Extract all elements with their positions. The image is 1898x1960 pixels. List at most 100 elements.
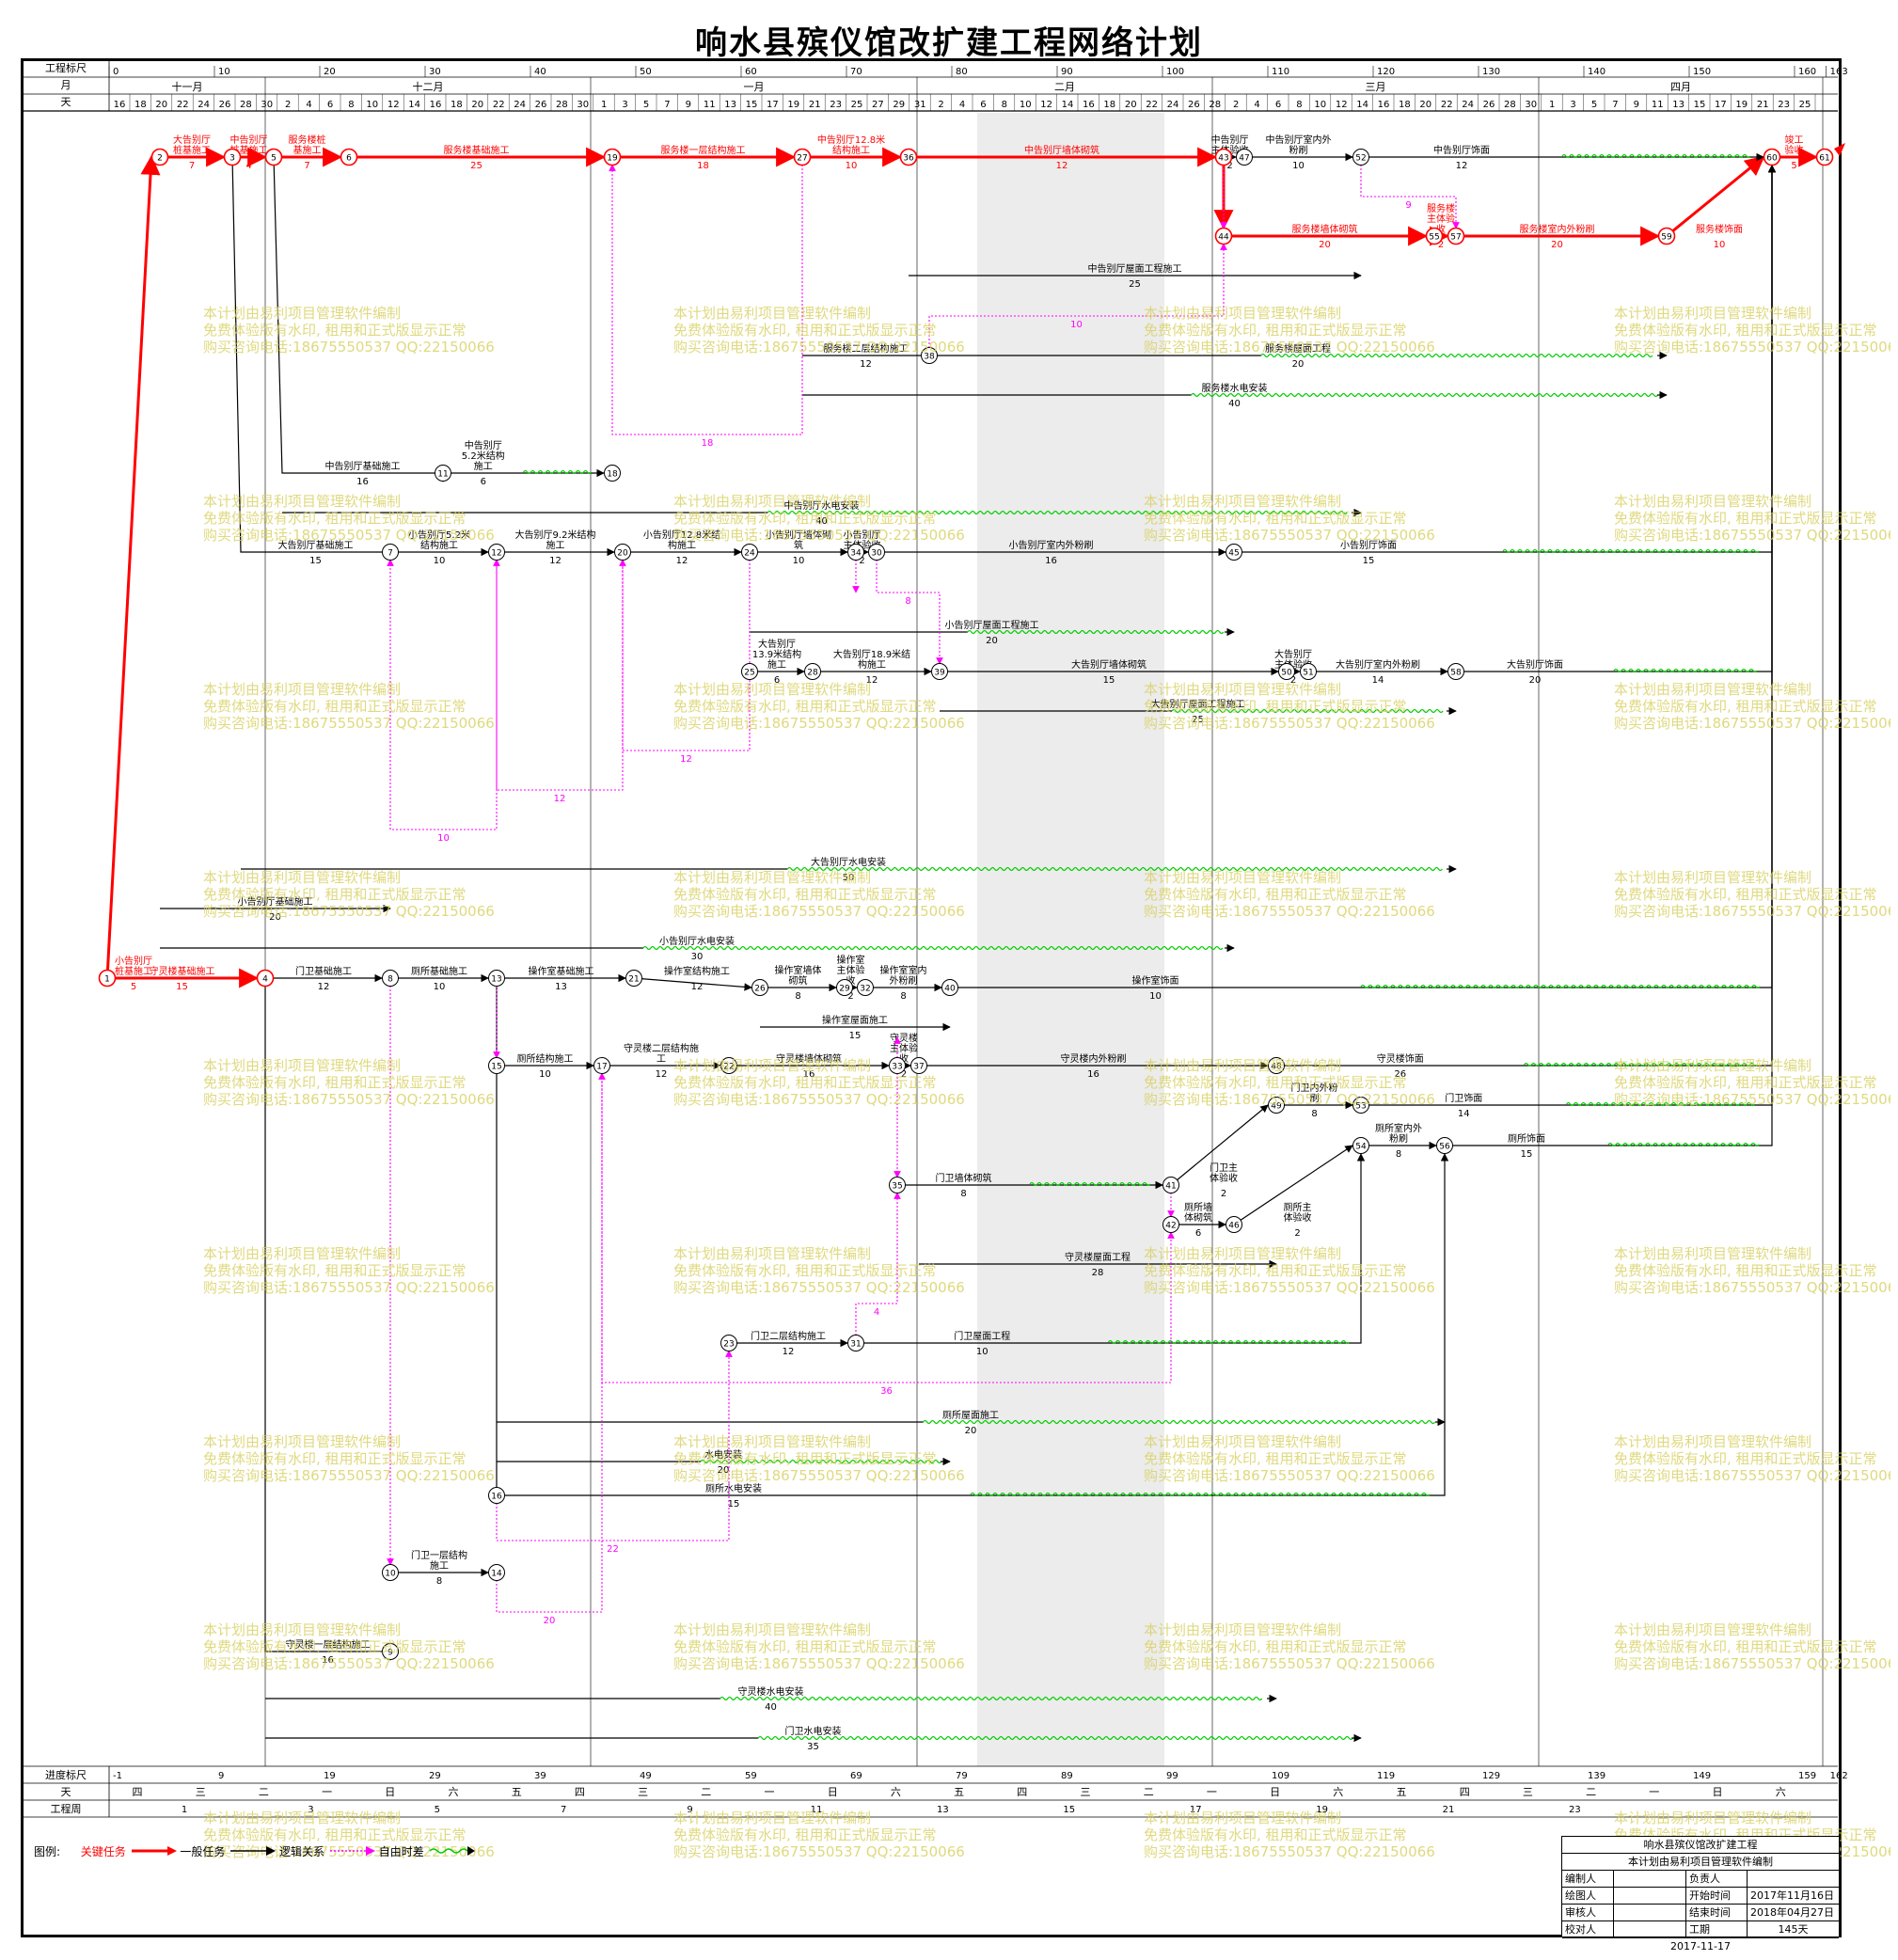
event-node-number: 1: [104, 975, 110, 985]
task-label: 操作室饰面: [1132, 974, 1179, 987]
week-label: 23: [1569, 1805, 1581, 1815]
day-label: 27: [872, 100, 884, 110]
task-duration: 26: [1394, 1069, 1406, 1080]
event-node-number: 36: [903, 154, 914, 164]
event-node: [889, 1177, 906, 1193]
legend-critical-label: 关键任务: [80, 1845, 126, 1858]
task-duration: 25: [1192, 715, 1204, 725]
day-label: 5: [643, 100, 649, 110]
day-label: 16: [1083, 100, 1095, 110]
task-duration: 40: [815, 516, 828, 527]
progress-tick-label: 69: [850, 1771, 862, 1781]
day-label: 17: [767, 100, 779, 110]
legend-float-label: 自由时差: [378, 1845, 424, 1858]
event-node: [857, 979, 874, 996]
day-label: 8: [348, 100, 354, 110]
event-node-number: 37: [913, 1063, 924, 1072]
event-node: [941, 979, 958, 996]
event-node-number: 17: [596, 1063, 607, 1072]
event-node: [1236, 149, 1253, 166]
event-node-number: 40: [944, 985, 956, 994]
task-label: 主体验: [1427, 213, 1455, 225]
logic-lag-label: 22: [607, 1544, 619, 1555]
day-label: 21: [809, 100, 821, 110]
task-duration: 2: [1221, 1189, 1226, 1199]
day-label: 7: [664, 100, 670, 110]
task-label: 大告别厅: [173, 134, 211, 146]
task-duration: 5: [131, 982, 136, 992]
task-label: 操作室屋面施工: [822, 1014, 888, 1026]
task-duration: 15: [1521, 1149, 1533, 1160]
task-label: 厕所屋面施工: [942, 1409, 999, 1421]
event-node-number: 8: [388, 975, 393, 985]
task-label: 桩基施工: [173, 144, 211, 156]
task-label: 操作室墙体: [775, 964, 822, 976]
task-duration: 10: [539, 1069, 551, 1080]
day-label: 18: [134, 100, 147, 110]
task-label: 小告别厅水电安装: [659, 935, 735, 947]
event-node: [899, 148, 918, 166]
day-label: 4: [1254, 100, 1259, 110]
event-node: [1214, 148, 1233, 166]
info-cell: [1748, 1871, 1839, 1887]
day-label: 4: [959, 100, 965, 110]
day-label: 24: [1167, 100, 1179, 110]
task-label: 厕所水电安装: [705, 1482, 762, 1494]
task-label: 主体验: [837, 964, 865, 976]
task-duration: 15: [849, 1031, 862, 1041]
day-label: 6: [1275, 100, 1281, 110]
task-label: 结构施工: [420, 539, 458, 551]
task-duration: 16: [803, 1069, 815, 1080]
day-label: 17: [1715, 100, 1727, 110]
task-duration: 12: [860, 359, 872, 370]
event-node: [868, 544, 885, 561]
event-node-number: 38: [924, 353, 935, 362]
event-node-number: 33: [892, 1063, 902, 1072]
task-label: 操作室结构施工: [664, 965, 730, 977]
day-label: 28: [1209, 100, 1221, 110]
info-cell: [1614, 1905, 1686, 1920]
scale-tick-label: 70: [850, 67, 862, 77]
logic-lag-label: 10: [437, 833, 450, 844]
info-row-0: 编制人负责人: [1562, 1870, 1839, 1887]
task-label: 粉刷: [1389, 1132, 1408, 1145]
task-duration: 20: [1551, 240, 1563, 250]
month-label: 十一月: [172, 80, 203, 93]
day-label: 24: [514, 100, 526, 110]
day-label: 30: [1525, 100, 1537, 110]
task-duration: 35: [807, 1742, 819, 1752]
task-label: 施工: [474, 460, 493, 472]
task-label: 门卫屋面工程: [954, 1330, 1010, 1342]
day-label: 7: [1612, 100, 1618, 110]
task-label: 门卫内外粉: [1291, 1082, 1338, 1094]
float-wave: [1607, 1142, 1760, 1147]
task-label: 服务楼室内外粉刷: [1520, 223, 1595, 235]
task-duration: 40: [1228, 399, 1241, 409]
event-node: [910, 1057, 927, 1074]
logic-lag-label: 36: [880, 1386, 893, 1397]
event-node: [720, 1057, 737, 1074]
task-duration: 40: [765, 1702, 777, 1713]
float-wave: [923, 1419, 1436, 1425]
task-duration: 6: [481, 477, 486, 487]
day-label: 26: [1483, 100, 1495, 110]
day-label: 28: [1504, 100, 1516, 110]
task-duration: 13: [555, 982, 567, 992]
event-node-number: 58: [1450, 669, 1462, 678]
event-node: [847, 1335, 864, 1351]
task-duration: 20: [269, 912, 281, 923]
day-label: 24: [198, 100, 210, 110]
task-label: 服务楼水电安装: [1202, 382, 1268, 394]
task-label: 服务楼饰面: [1696, 223, 1743, 235]
task-duration: 10: [846, 161, 858, 171]
task-label: 守灵楼内外粉刷: [1061, 1052, 1127, 1065]
task-duration: 20: [965, 1426, 977, 1436]
task-duration: 12: [691, 982, 704, 992]
task-label: 守灵楼基础施工: [150, 965, 215, 977]
float-wave: [757, 1735, 1353, 1741]
task-label: 主体验: [890, 1042, 918, 1054]
task-label: 中告别厅饰面: [1433, 144, 1490, 156]
task-duration: 2: [859, 556, 864, 566]
task-label: 门卫一层结构: [411, 1549, 467, 1561]
day-label: 11: [1652, 100, 1664, 110]
